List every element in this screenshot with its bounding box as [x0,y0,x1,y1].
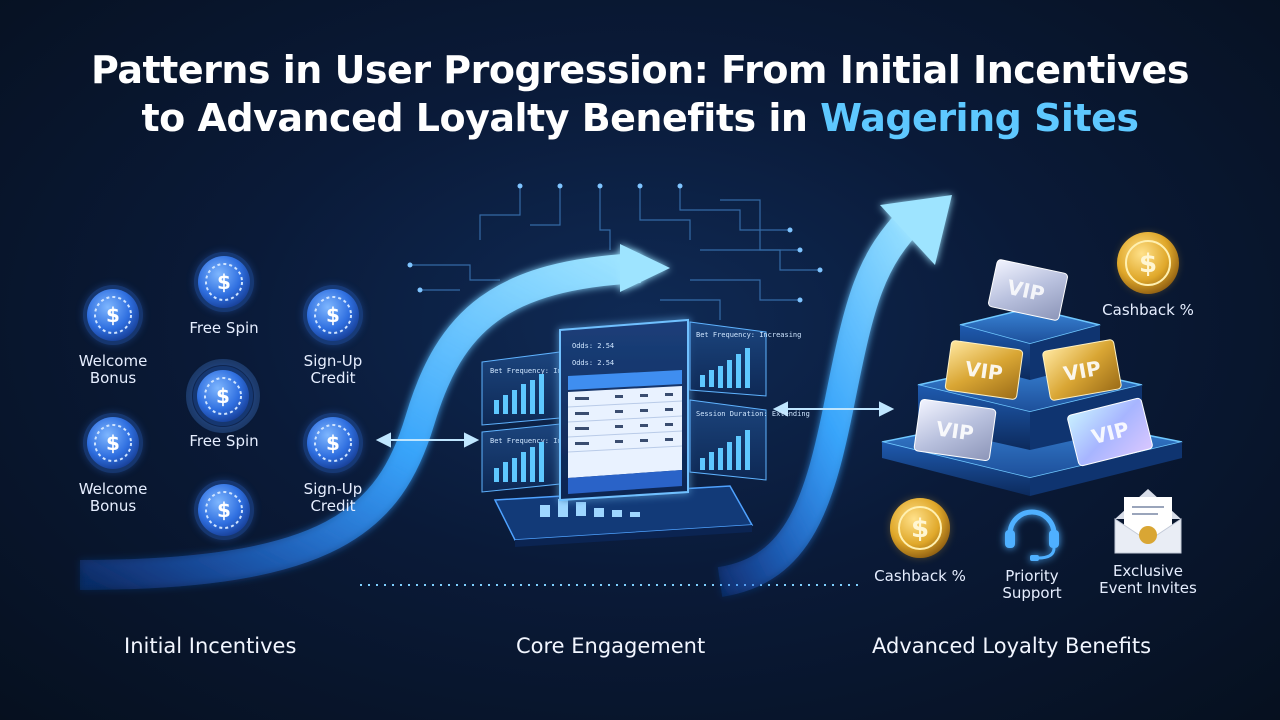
vip-card-mid-right: VIP [1042,339,1122,401]
circuit-lines [410,186,820,320]
vip-text-bottom-left: VIP [935,416,976,445]
panel-left-top-label: Bet Frequency: Increasing [490,367,595,375]
screen-odds-2: Odds: 2.54 [572,359,614,367]
label-priority-support: Priority Support [1002,567,1062,602]
coin-free-spin-1: $ [194,252,254,312]
panel-left-bottom-label: Bet Frequency: Increasing [490,437,595,445]
label-sign-up-credit-1: Sign-Up Credit [303,352,363,387]
dashboard-screen: Odds: 2.54 Odds: 2.54 [559,318,689,502]
title-line-2: to Advanced Loyalty Benefits in Wagering… [0,94,1280,142]
gold-coin-bottom: $ [890,498,950,558]
panel-left-top: Bet Frequency: Increasing [481,351,595,426]
label-cashback-top: Cashback % [1102,301,1194,319]
svg-text:$: $ [106,303,120,327]
circuit-nodes [407,183,823,303]
svg-text:$: $ [1139,249,1157,279]
label-free-spin-2: Free Spin [189,432,259,450]
coin-free-spin-2: $ [186,359,260,433]
progression-arrow-1-head [620,244,670,292]
title-line-1: Patterns in User Progression: From Initi… [91,48,1189,92]
headset-icon [1005,509,1059,561]
label-sign-up-credit-2: Sign-Up Credit [303,480,363,515]
gold-coin-top: $ [1117,232,1179,294]
svg-text:$: $ [326,303,340,327]
label-free-spin-1: Free Spin [189,319,259,337]
vip-card-bottom-left: VIP [913,398,997,462]
label-welcome-bonus-2: Welcome Bonus [78,480,148,515]
svg-text:$: $ [911,514,929,544]
title-line-2-prefix: to Advanced Loyalty Benefits in [141,96,821,140]
screen-odds-1: Odds: 2.54 [572,342,614,350]
panel-right-top-label: Bet Frequency: Increasing [696,331,801,339]
double-arrow-right [772,401,895,417]
vip-card-bottom-right: VIP [1067,397,1153,467]
panel-right-bottom: Session Duration: Extending [689,399,810,481]
svg-text:$: $ [216,384,230,408]
label-welcome-bonus-1: Welcome Bonus [78,352,148,387]
section-initial-incentives: Initial Incentives [124,634,297,658]
svg-text:$: $ [217,270,231,294]
progression-arrow-2 [717,204,926,597]
section-core-engagement: Core Engagement [516,634,706,658]
double-arrow-left [375,432,480,448]
panel-right-bottom-label: Session Duration: Extending [696,410,810,418]
svg-text:$: $ [106,431,120,455]
main-title: Patterns in User Progression: From Initi… [0,46,1280,142]
vip-card-mid-left: VIP [944,340,1024,400]
svg-text:$: $ [326,431,340,455]
coin-welcome-bonus-2: $ [83,413,143,473]
coin-sign-up-credit-1: $ [303,285,363,345]
envelope-icon [1114,489,1182,554]
vip-card-top: VIP [988,259,1068,321]
section-advanced-loyalty: Advanced Loyalty Benefits [872,634,1152,658]
label-exclusive-events: Exclusive Event Invites [1099,562,1197,597]
svg-text:$: $ [217,498,231,522]
vip-text-mid-left: VIP [964,356,1005,385]
title-accent: Wagering Sites [820,96,1139,140]
progression-arrow-2-head [880,195,952,265]
coin-welcome-bonus-1: $ [83,285,143,345]
progression-arrow-1 [79,253,641,590]
coin-free-spin-3: $ [194,480,254,540]
panel-left-bottom: Bet Frequency: Increasing [481,423,595,493]
coin-sign-up-credit-2: $ [303,413,363,473]
panel-right-top: Bet Frequency: Increasing [689,321,801,397]
label-cashback-bottom: Cashback % [874,567,966,585]
